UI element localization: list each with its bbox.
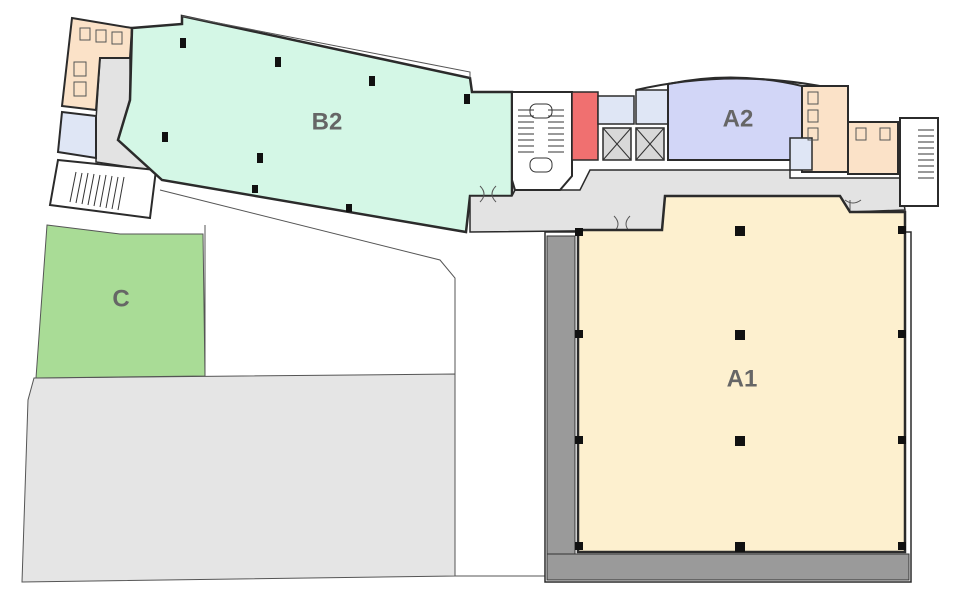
service-room-2: [635, 89, 671, 125]
right-stairs: [899, 117, 939, 207]
elevators: [602, 127, 665, 161]
right-wc-fixtures: [807, 91, 891, 141]
room-a2-label: A2: [723, 105, 754, 132]
b2-outer-facade: [181, 15, 471, 78]
service-room-1: [597, 95, 635, 125]
room-c-label: C: [112, 285, 129, 312]
red-stair-room: [571, 91, 599, 161]
a1-hatched-perimeter: [546, 235, 910, 581]
central-stairs-treads: [518, 103, 564, 173]
room-c: [35, 224, 206, 379]
right-service: [789, 137, 813, 171]
left-service-room: [56, 110, 97, 160]
outdoor-boundary-2: [159, 189, 456, 374]
room-a1: [576, 194, 907, 554]
parking-area: [21, 373, 456, 583]
room-a1-label: A1: [727, 365, 758, 392]
left-wc-fixtures: [73, 27, 123, 97]
room-b2-label: B2: [312, 108, 343, 135]
central-stairs: [511, 91, 573, 191]
right-stairs-treads: [918, 129, 934, 179]
left-stairs-treads: [69, 171, 125, 211]
b2-columns: [162, 38, 470, 212]
a1-columns: [575, 226, 906, 552]
